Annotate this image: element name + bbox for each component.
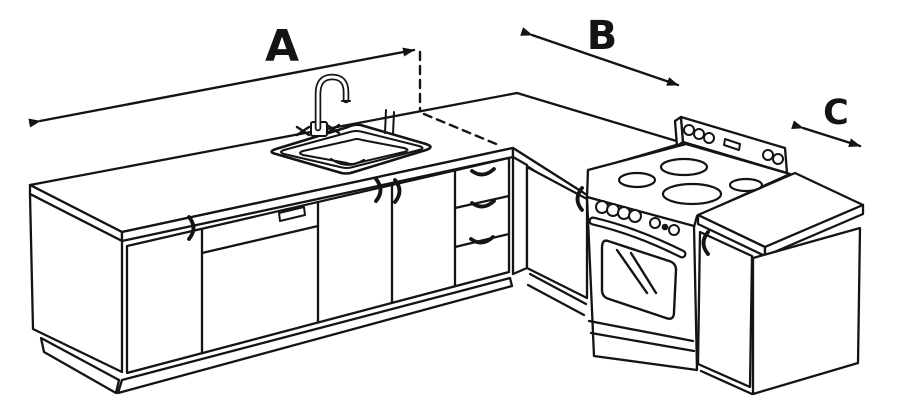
oven-door-bottom [587,319,695,343]
drawer-handle [469,235,495,245]
door-handle [575,186,584,212]
dimension-label-a: A [265,21,299,72]
stove [585,142,792,372]
basin-detail-line [392,111,395,135]
door-handle [374,177,383,203]
burner [728,177,764,193]
right-cabinet-side-panel [751,226,862,396]
dimension-arrows [28,27,862,148]
door-handle [393,178,402,204]
control-knob [683,124,695,136]
dishwasher-panel-line [200,224,320,255]
sink-drain-curve [329,157,366,166]
dimension-arrow-b [520,27,680,87]
sink [270,109,432,175]
left-cabinet-run [28,156,514,395]
drawer-bank [453,167,511,249]
backsplash-panel [673,115,789,175]
cabinet-side-kick [39,336,121,395]
dimension-arrow-c [791,120,862,148]
corner-end-strip [511,155,529,276]
right-end-cabinet [696,171,865,396]
dimension-label-b: B [587,13,618,59]
oven-window-shine [629,251,658,295]
stove-base-line [589,331,696,353]
return-cabinet-run [511,155,589,317]
burner [617,171,657,189]
basin-detail-line [384,109,387,134]
drawer-divider [453,194,511,210]
door-handle [701,230,710,256]
control-knob [772,153,784,165]
drawer-divider [453,232,511,249]
dishwasher [200,206,320,255]
dashed-corner-diagonal [422,112,503,148]
return-kick-line [528,272,588,306]
right-cabinet-door [696,230,754,389]
door-handle [187,215,196,241]
dishwasher-slot [278,206,306,222]
measurement-dashed-lines [418,50,503,148]
burner [661,182,723,206]
control-knob [703,132,715,144]
dimension-label-c: C [823,93,849,133]
control-knob [693,128,705,140]
return-cabinet-front [525,165,589,300]
stove-knob [649,217,661,229]
stove-indicator-dot [661,223,669,231]
cabinet-front-kick [116,276,514,395]
control-knob [762,149,774,161]
return-kick-line [526,283,586,317]
right-cabinet-kick [699,369,754,396]
faucet-spout [314,73,350,132]
cabinet-side-panel [28,192,124,374]
faucet-cross-handle [295,125,311,137]
burner [659,157,709,177]
sink-basin [299,138,409,165]
stove-knob [668,224,680,236]
right-counter-edge-right [763,203,865,258]
oven-handle-highlight [590,218,685,257]
stove-knob [628,209,642,223]
oven-window-shine [615,248,649,295]
panel-slot [723,138,741,151]
drawer-handle [470,167,496,177]
dimension-arrow-a [28,47,416,128]
drawer-handle [470,199,496,209]
